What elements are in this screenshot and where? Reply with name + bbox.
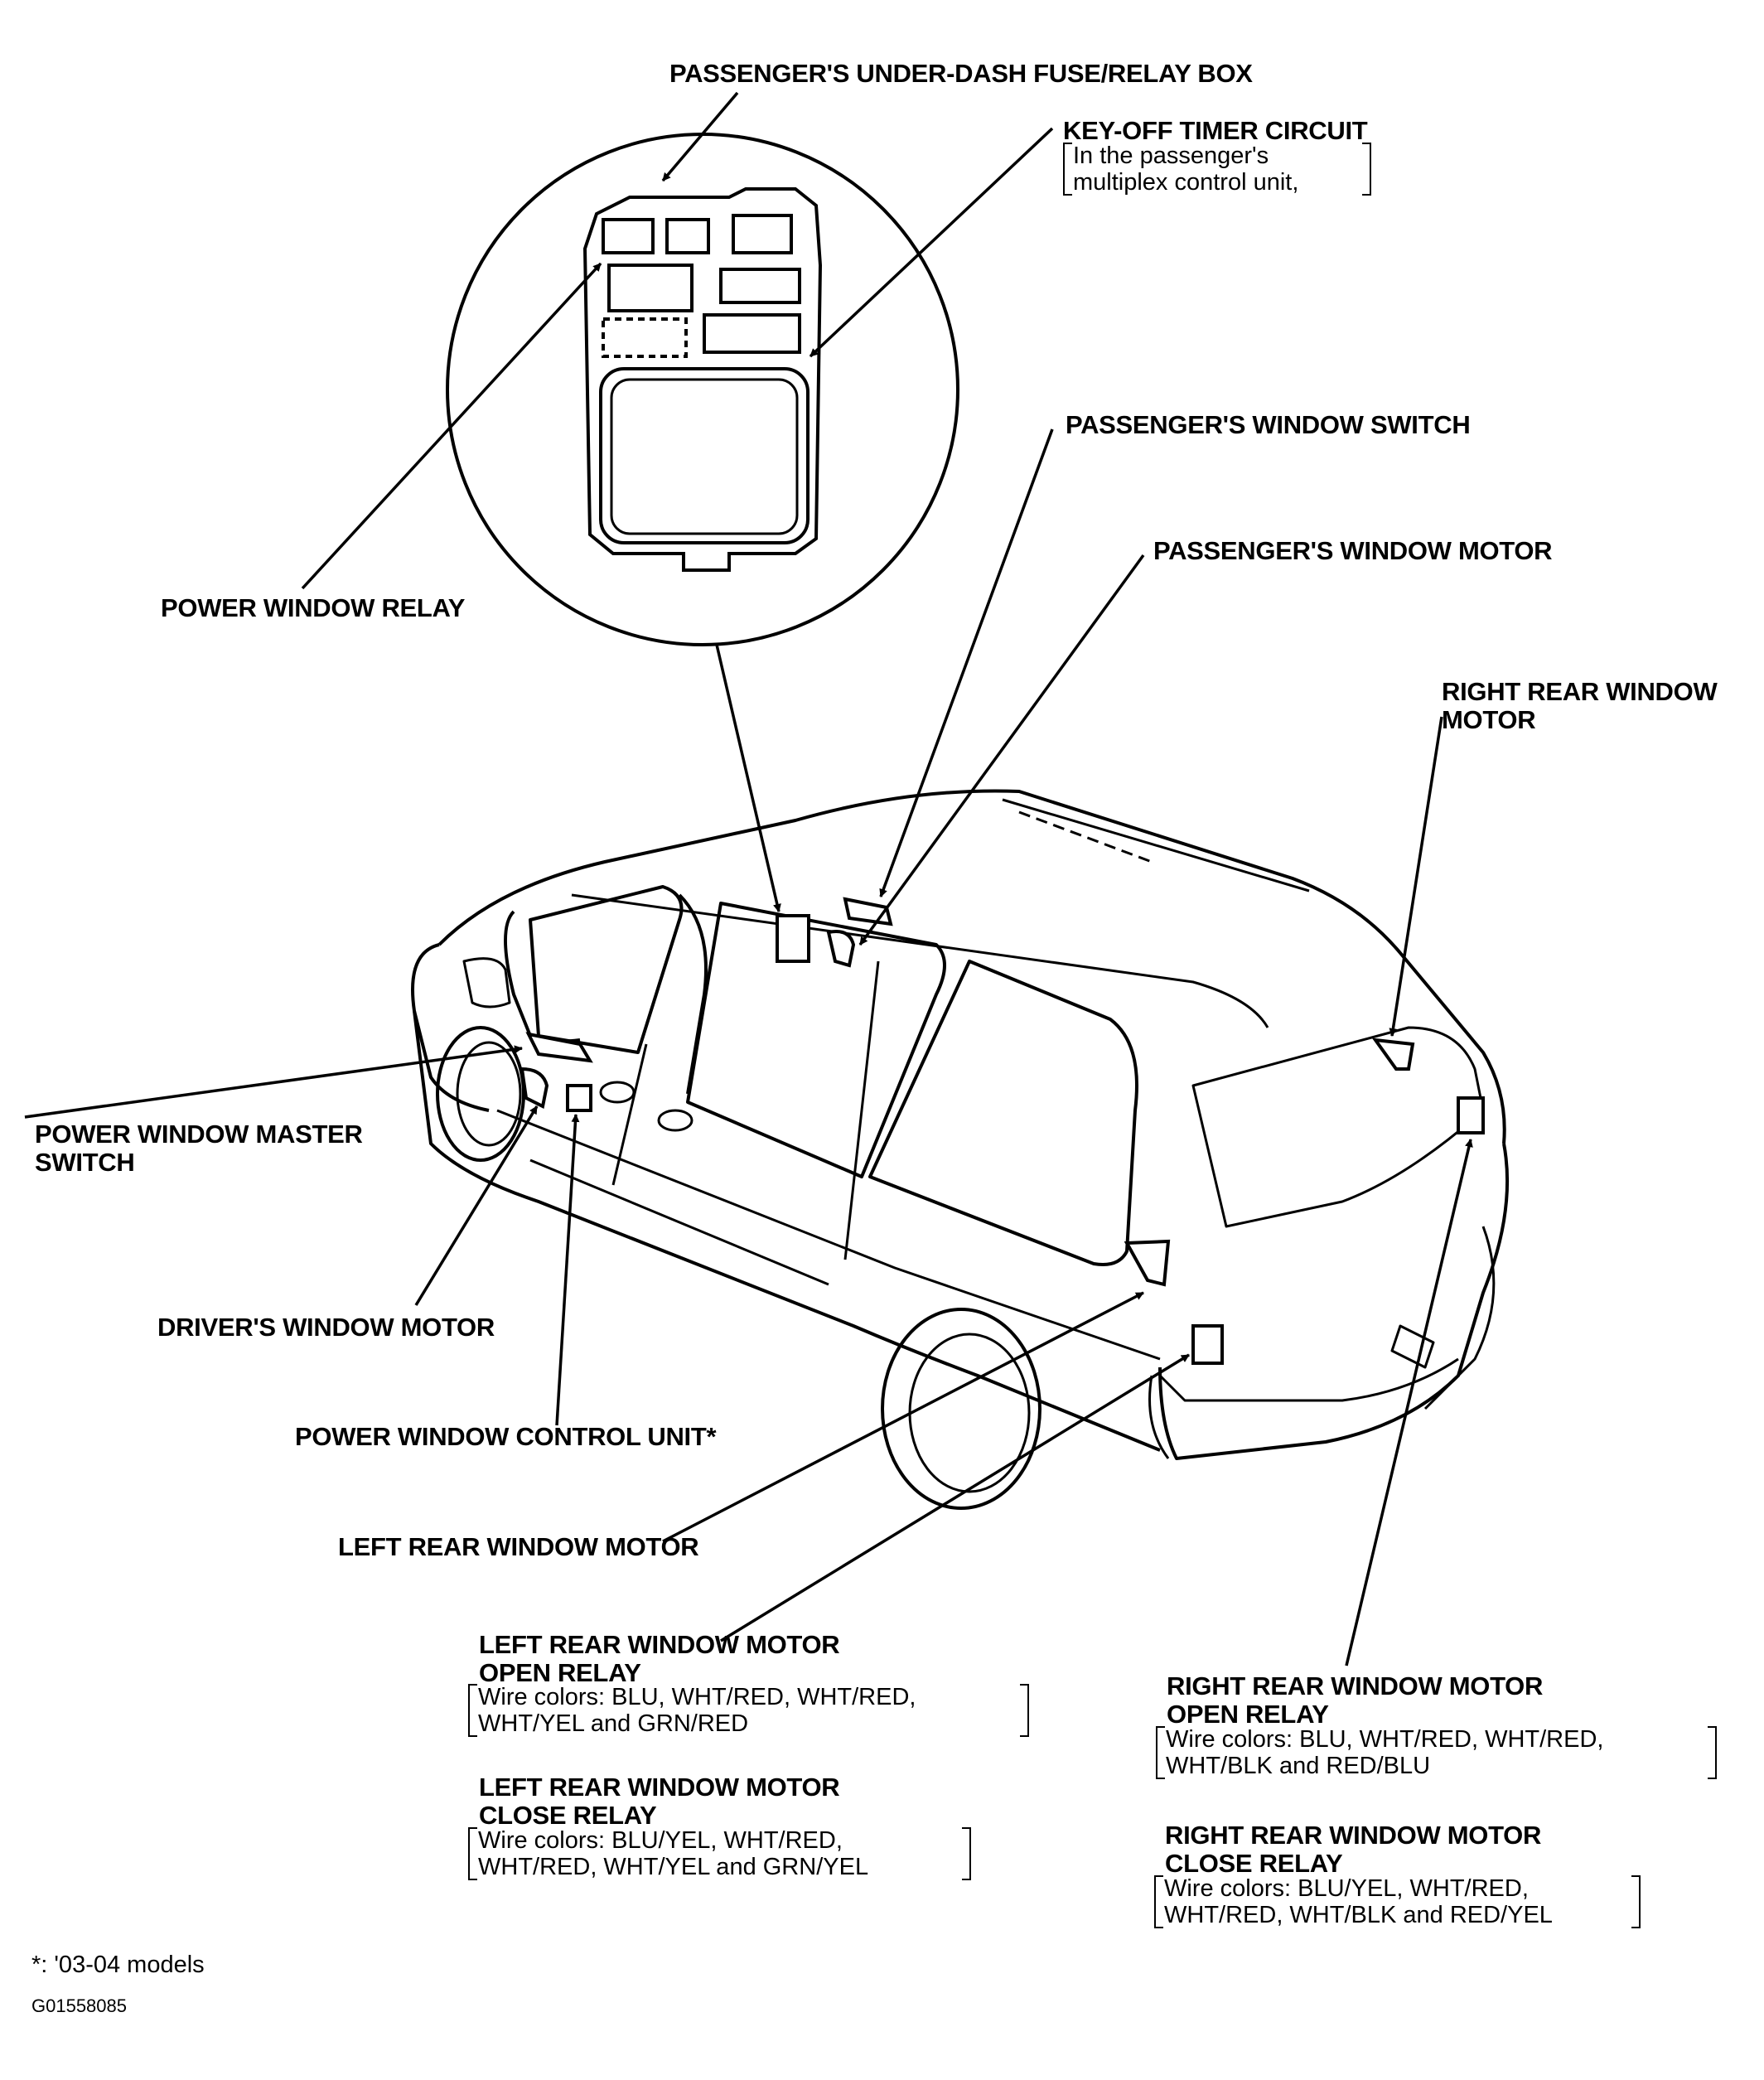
label-key-off-timer: KEY-OFF TIMER CIRCUIT [1063, 116, 1368, 145]
label-driver-window-motor: DRIVER'S WINDOW MOTOR [157, 1313, 495, 1342]
driver-window-motor-part [520, 1067, 549, 1109]
lr-close-relay-wires: Wire colors: BLU/YEL, WHT/RED, WHT/RED, … [468, 1827, 971, 1880]
rr-open-relay-wires: Wire colors: BLU, WHT/RED, WHT/RED, WHT/… [1156, 1726, 1717, 1779]
lr-close-wires-line-1: Wire colors: BLU/YEL, WHT/RED, [478, 1827, 843, 1854]
label-left-rear-window-motor: LEFT REAR WINDOW MOTOR [338, 1532, 699, 1561]
rr-close-relay-line-2: CLOSE RELAY [1165, 1849, 1343, 1878]
rr-close-relay-wires: Wire colors: BLU/YEL, WHT/RED, WHT/RED, … [1154, 1875, 1641, 1928]
right-rear-motor-line-1: RIGHT REAR WINDOW [1442, 677, 1718, 706]
label-passenger-window-motor: PASSENGER'S WINDOW MOTOR [1153, 536, 1553, 565]
rr-close-relay-line-1: RIGHT REAR WINDOW MOTOR [1165, 1821, 1542, 1850]
rr-open-relay-line-1: RIGHT REAR WINDOW MOTOR [1167, 1671, 1544, 1700]
label-rr-open-relay: RIGHT REAR WINDOW MOTOR OPEN RELAY [1167, 1672, 1543, 1729]
label-right-rear-window-motor: RIGHT REAR WINDOW MOTOR [1442, 677, 1718, 734]
rr-open-wires-line-1: Wire colors: BLU, WHT/RED, WHT/RED, [1166, 1726, 1604, 1753]
right-rear-motor-line-2: MOTOR [1442, 705, 1536, 734]
key-off-note-line-1: In the passenger's [1073, 143, 1269, 169]
under-dash-fuse-box-on-van [776, 914, 810, 963]
lr-close-relay-line-2: CLOSE RELAY [479, 1801, 657, 1830]
left-rear-window-motor-part [1124, 1239, 1171, 1287]
lr-open-wires-line-2: WHT/YEL and GRN/RED [478, 1710, 749, 1737]
label-lr-open-relay: LEFT REAR WINDOW MOTOR OPEN RELAY [479, 1630, 840, 1687]
rr-close-wires-line-2: WHT/RED, WHT/BLK and RED/YEL [1164, 1902, 1553, 1928]
lr-close-wires-line-2: WHT/RED, WHT/YEL and GRN/YEL [478, 1854, 869, 1880]
label-power-window-relay: POWER WINDOW RELAY [161, 593, 466, 622]
label-lr-close-relay: LEFT REAR WINDOW MOTOR CLOSE RELAY [479, 1773, 840, 1830]
lr-open-relay-line-1: LEFT REAR WINDOW MOTOR [479, 1630, 840, 1659]
right-rear-window-motor-part [1371, 1038, 1415, 1071]
power-window-control-unit-part [566, 1084, 592, 1112]
lr-close-relay-line-1: LEFT REAR WINDOW MOTOR [479, 1773, 840, 1802]
minivan-body [411, 789, 1510, 1510]
label-passenger-window-switch: PASSENGER'S WINDOW SWITCH [1066, 410, 1471, 439]
right-rear-relay-part [1457, 1096, 1485, 1134]
lr-open-relay-line-2: OPEN RELAY [479, 1658, 641, 1687]
fuse-box-inset [446, 133, 959, 646]
lr-open-wires-line-1: Wire colors: BLU, WHT/RED, WHT/RED, [478, 1684, 916, 1710]
label-power-window-control-unit: POWER WINDOW CONTROL UNIT* [295, 1422, 717, 1451]
label-power-window-master-switch: POWER WINDOW MASTER SWITCH [35, 1120, 363, 1177]
key-off-timer-note: In the passenger's multiplex control uni… [1063, 143, 1371, 196]
rr-open-wires-line-2: WHT/BLK and RED/BLU [1166, 1753, 1431, 1779]
lr-open-relay-wires: Wire colors: BLU, WHT/RED, WHT/RED, WHT/… [468, 1684, 1029, 1737]
master-switch-line-2: SWITCH [35, 1148, 135, 1177]
rr-close-wires-line-1: Wire colors: BLU/YEL, WHT/RED, [1164, 1875, 1529, 1902]
label-rr-close-relay: RIGHT REAR WINDOW MOTOR CLOSE RELAY [1165, 1821, 1541, 1878]
passenger-window-motor-part [826, 930, 856, 968]
key-off-note-line-2: multiplex control unit, [1073, 169, 1299, 196]
label-fuse-relay-box: PASSENGER'S UNDER-DASH FUSE/RELAY BOX [669, 59, 1253, 88]
figure-code: G01558085 [31, 1995, 127, 2016]
left-rear-relay-part [1191, 1324, 1224, 1365]
master-switch-line-1: POWER WINDOW MASTER [35, 1120, 363, 1149]
van-components [520, 897, 1485, 1365]
rr-open-relay-line-2: OPEN RELAY [1167, 1700, 1329, 1729]
leader-lines [24, 91, 1473, 1666]
footnote-models: *: '03-04 models [31, 1952, 205, 1978]
power-window-master-switch-part [525, 1032, 593, 1063]
